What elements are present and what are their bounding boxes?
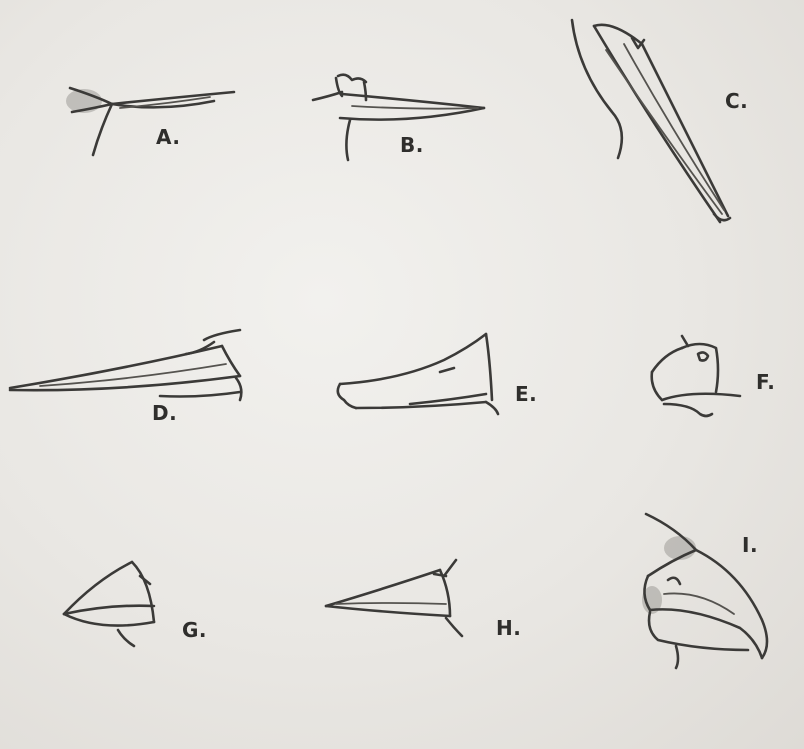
figure-label-c: C. [725, 91, 748, 111]
figure-label-e: E. [515, 384, 537, 404]
figure-label-g: G. [182, 620, 207, 640]
figure-label-a: A. [156, 127, 180, 147]
figure-label-f: F. [756, 372, 775, 392]
bill-sketch-a [66, 88, 234, 155]
bill-sketch-e [338, 334, 498, 414]
bill-sketch-d [10, 330, 241, 400]
bill-sketch-c [572, 20, 730, 222]
bill-sketch-b [313, 75, 484, 160]
figure-label-b: B. [400, 135, 424, 155]
figure-label-h: H. [496, 618, 521, 638]
bill-sketch-g [64, 562, 154, 646]
figure-label-i: I. [742, 535, 758, 555]
figure-label-d: D. [152, 403, 177, 423]
bill-sketch-h [326, 560, 462, 636]
bill-sketch-f [652, 336, 740, 416]
